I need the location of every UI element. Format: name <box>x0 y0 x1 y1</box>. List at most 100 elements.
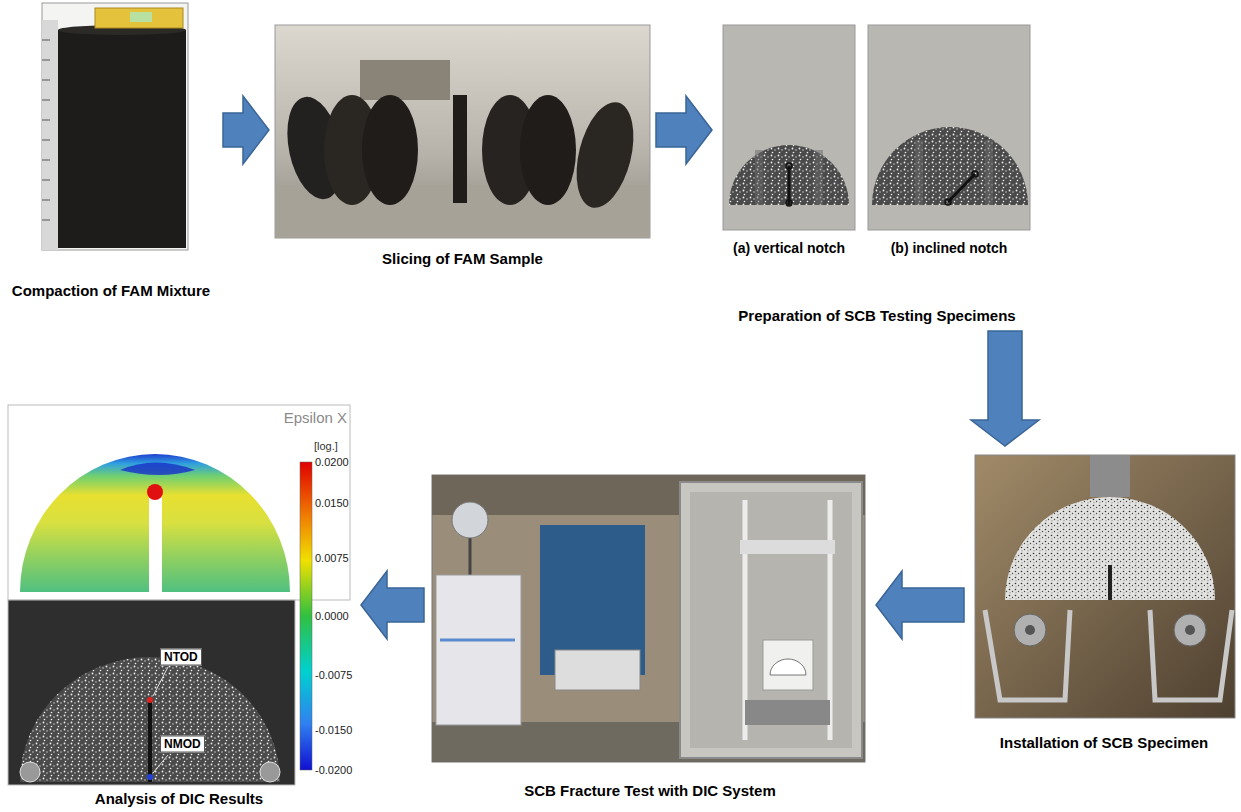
label-anchor: NMOD <box>160 736 205 753</box>
null <box>42 100 50 101</box>
null <box>42 60 50 61</box>
step-caption: Installation of SCB Specimen <box>1000 734 1208 752</box>
block-arrow <box>223 96 269 164</box>
block-arrow <box>971 331 1039 446</box>
installation-photo <box>975 455 1235 718</box>
vertical-notch-photo <box>723 25 855 230</box>
dic-analysis-picture <box>260 762 280 782</box>
vertical-notch-photo <box>815 150 823 205</box>
label-anchor: NTOD <box>160 649 202 666</box>
installation-photo <box>1108 565 1112 600</box>
null <box>42 200 50 201</box>
dic-test-photo <box>745 700 830 725</box>
installation-photo <box>1185 625 1195 635</box>
dic-analysis-picture <box>8 405 350 600</box>
plot-title: Epsilon X <box>284 409 347 427</box>
label-anchor: 0.0150 <box>315 496 349 510</box>
dic-test-photo <box>740 540 835 554</box>
dic-test-photo <box>436 575 521 725</box>
dic-test-photo <box>690 492 852 748</box>
dic-test-photo <box>432 475 865 762</box>
photo-step-box: SCB Fracture Test with DIC System <box>430 470 870 800</box>
dic-test-photo <box>432 475 865 762</box>
compaction-photo <box>42 3 188 250</box>
inclined-notch-photo <box>868 25 1030 230</box>
vertical-notch-photo <box>786 200 792 206</box>
compaction-photo <box>42 3 188 250</box>
dic-analysis-picture <box>8 600 295 785</box>
block-arrow <box>656 96 712 164</box>
photo-step-box: Slicing of FAM Sample <box>275 25 650 268</box>
null <box>42 140 50 141</box>
dic-test-photo <box>452 502 488 538</box>
block-arrow <box>876 571 964 639</box>
label-anchor: 0.0075 <box>315 551 349 565</box>
dic-test-photo <box>763 640 813 690</box>
dic-analysis-picture <box>8 405 350 785</box>
inclined-notch-photo <box>945 199 951 205</box>
dic-analysis-picture <box>20 762 40 782</box>
installation-photo <box>1150 610 1232 700</box>
compaction-photo <box>42 20 58 250</box>
step-caption: SCB Fracture Test with DIC System <box>524 782 775 800</box>
step-caption: (a) vertical notch <box>733 239 845 257</box>
inclined-notch-photo <box>972 171 978 177</box>
installation-photo <box>1090 455 1130 497</box>
installation-photo <box>975 455 1235 718</box>
null <box>42 80 50 81</box>
slicing-photo <box>275 25 650 238</box>
dic-analysis-picture <box>300 462 312 770</box>
inclined-notch-photo <box>872 127 1028 205</box>
vertical-notch-photo <box>786 163 792 169</box>
null <box>42 40 50 220</box>
slicing-photo <box>360 60 450 100</box>
label-anchor: 0.0000 <box>315 609 349 623</box>
dic-test-photo <box>440 639 515 642</box>
measure-tag: NTOD <box>160 649 202 666</box>
dic-test-photo <box>770 659 806 675</box>
compaction-photo <box>95 8 183 28</box>
compaction-photo <box>130 12 152 22</box>
installation-photo <box>1174 614 1206 646</box>
compaction-photo <box>58 30 186 248</box>
dic-analysis-picture <box>147 774 153 780</box>
installation-photo <box>1014 614 1046 646</box>
step-caption: Preparation of SCB Testing Specimens <box>738 307 1015 325</box>
photo-step-box: Installation of SCB Specimen <box>970 452 1238 752</box>
vertical-notch-photo <box>755 150 763 205</box>
null <box>42 160 50 161</box>
colorbar-tick: 0.0000 <box>315 609 349 623</box>
inclined-notch-photo <box>985 140 993 205</box>
slicing-photo <box>520 95 576 205</box>
dic-analysis-picture <box>153 667 168 696</box>
dic-analysis-picture <box>147 484 163 500</box>
slicing-photo <box>453 95 467 203</box>
inclined-notch-photo <box>948 174 975 202</box>
null <box>42 180 50 181</box>
dic-test-photo <box>680 482 862 758</box>
label-anchor: -0.0150 <box>315 723 352 737</box>
null <box>42 120 50 121</box>
installation-photo <box>985 610 1070 700</box>
installation-photo <box>1025 625 1035 635</box>
step-caption: Slicing of FAM Sample <box>382 250 543 268</box>
vertical-notch-photo <box>723 25 855 230</box>
inclined-notch-photo <box>868 25 1030 230</box>
dic-analysis-picture <box>20 454 290 592</box>
null <box>42 40 50 41</box>
dic-analysis-picture <box>148 700 152 782</box>
inclined-notch-photo <box>915 140 923 205</box>
label-anchor: Epsilon X <box>284 409 347 427</box>
slicing-photo <box>275 25 650 238</box>
dic-analysis-picture <box>153 755 168 773</box>
label-anchor: -0.0200 <box>315 763 352 777</box>
vertical-notch-photo <box>788 166 791 205</box>
label-anchor: [log.] <box>314 439 338 453</box>
null <box>42 220 50 221</box>
specimen-group-box: Preparation of SCB Testing Specimens (a) … <box>718 20 1036 325</box>
step-caption: Analysis of DIC Results <box>95 790 263 808</box>
label-anchor: 0.0200 <box>315 455 349 469</box>
